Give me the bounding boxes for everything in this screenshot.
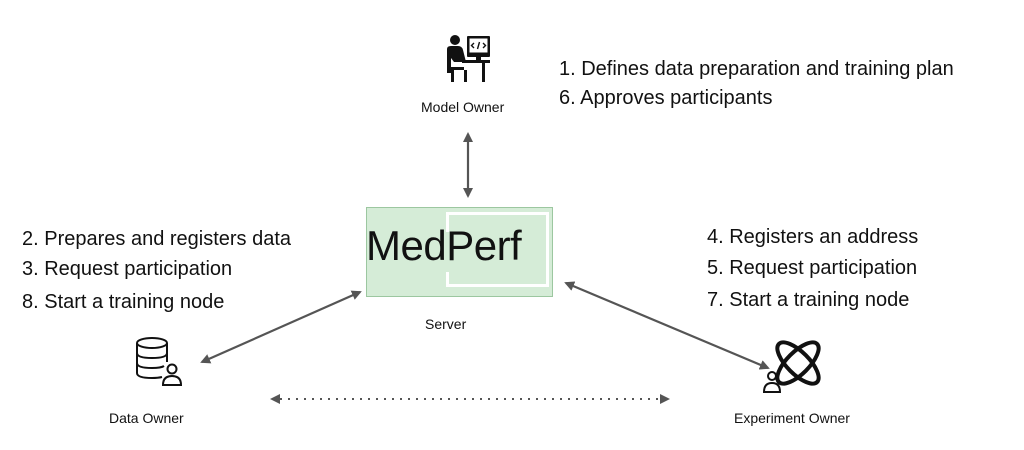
data-owner-step-2: 3. Request participation (22, 258, 233, 280)
experiment-owner-label: Experiment Owner (734, 410, 850, 426)
logo-frame-gap (446, 232, 449, 272)
data-owner-label: Data Owner (109, 410, 184, 426)
data-owner-step-1: 2. Prepares and registers data (22, 228, 292, 250)
arrow-data-owner-server (200, 290, 362, 364)
server-box (366, 207, 553, 297)
data-owner-step-3: 8. Start a training node (22, 291, 225, 313)
database-user-icon (136, 337, 183, 386)
model-owner-label: Model Owner (421, 99, 505, 115)
model-owner-step-2: 6. Approves participants (559, 87, 773, 109)
experiment-owner-step-1: 4. Registers an address (707, 226, 919, 248)
medperf-logo: MedPerf (366, 222, 522, 269)
model-owner-step-1: 1. Defines data preparation and training… (559, 58, 954, 80)
atom-user-icon (762, 340, 821, 393)
experiment-owner-step-3: 7. Start a training node (707, 289, 910, 311)
arrow-experiment-owner-server (564, 281, 770, 370)
developer-at-computer-icon (447, 35, 490, 82)
experiment-owner-step-2: 5. Request participation (707, 257, 918, 279)
server-label: Server (425, 316, 467, 332)
